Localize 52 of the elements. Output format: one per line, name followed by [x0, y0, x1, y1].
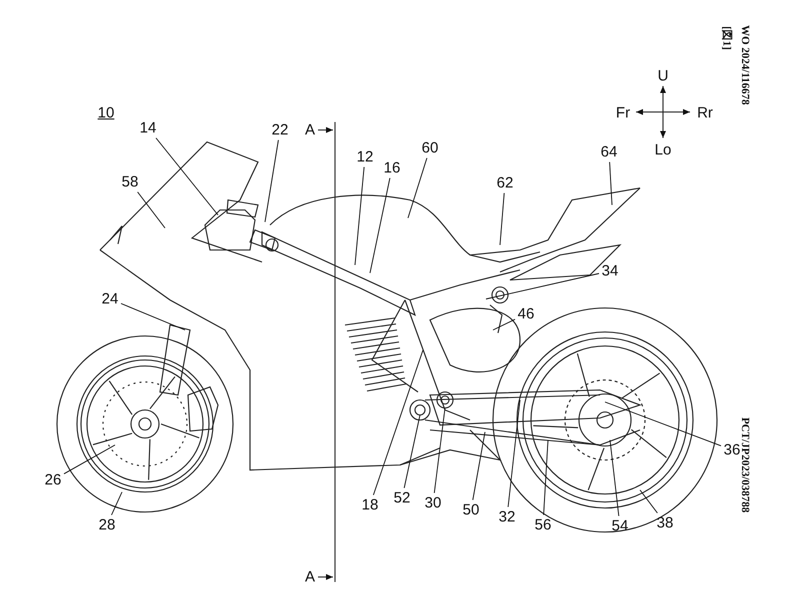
- leader-line: [486, 273, 600, 300]
- figure-number: [図1]: [720, 26, 734, 50]
- leader-line: [492, 318, 516, 330]
- callout-number: 28: [98, 516, 116, 534]
- direction-label: Lo: [654, 142, 672, 158]
- leader-line: [137, 192, 166, 228]
- leader-line: [408, 158, 428, 218]
- callout-number: 38: [656, 514, 674, 532]
- callout-number: 56: [534, 516, 552, 534]
- callout-number: 14: [140, 120, 156, 136]
- section-label: A: [305, 568, 315, 586]
- callout-number: 16: [384, 160, 400, 176]
- callout-number: 58: [122, 174, 138, 190]
- callout-number: 46: [518, 306, 534, 322]
- callout-number: 64: [600, 144, 618, 160]
- callout-number: 36: [724, 442, 740, 458]
- leader-line: [543, 440, 548, 516]
- callout-number: 50: [462, 502, 480, 518]
- leader-line: [604, 402, 722, 446]
- leader-line: [500, 192, 505, 246]
- application-number: PCT/JP2023/038788: [739, 417, 751, 513]
- leader-line: [508, 400, 520, 508]
- leader-line: [111, 492, 122, 516]
- leader-line: [354, 166, 365, 266]
- reference-numeral: 10: [98, 104, 114, 122]
- leader-line: [264, 140, 279, 222]
- callout-number: 62: [496, 174, 514, 192]
- direction-label: Fr: [616, 104, 630, 122]
- callout-number: 60: [422, 140, 438, 156]
- callout-number: 54: [612, 518, 628, 534]
- direction-label: U: [658, 68, 668, 84]
- callout-number: 22: [272, 122, 288, 138]
- callout-number: 32: [498, 508, 516, 526]
- leader-line: [404, 414, 420, 488]
- leader-line: [472, 432, 486, 500]
- callout-number: 30: [424, 494, 442, 512]
- direction-label: Rr: [697, 104, 713, 122]
- callout-number: 12: [356, 148, 374, 166]
- leader-line: [640, 490, 658, 514]
- leader-line: [434, 408, 446, 494]
- leader-line: [609, 162, 612, 206]
- leader-line: [370, 178, 390, 274]
- callout-number: 34: [602, 262, 618, 280]
- callout-number: 24: [102, 290, 118, 308]
- publication-number: WO 2024/116678: [739, 25, 751, 105]
- leader-line: [156, 138, 218, 216]
- callout-number: 52: [394, 490, 410, 506]
- leader-line: [372, 350, 424, 496]
- leader-line: [120, 303, 186, 330]
- callout-number: 18: [362, 496, 378, 514]
- section-label: A: [305, 122, 315, 138]
- callout-number: 26: [44, 472, 62, 488]
